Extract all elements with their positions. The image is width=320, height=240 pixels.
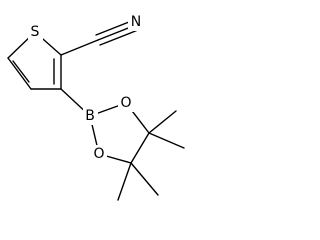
atom-label-sulfur: S xyxy=(31,24,40,40)
atom-label-group-sulfur: S xyxy=(28,23,43,41)
bond-methyl-1 xyxy=(148,110,177,134)
bond-c4-c5-inner xyxy=(12,60,30,83)
bond-methyl-4 xyxy=(117,162,132,201)
atom-label-oxygen-upper: O xyxy=(120,95,131,111)
atom-label-group-oxygen-lower: O xyxy=(91,145,107,163)
atom-label-nitrogen: N xyxy=(131,14,141,30)
bond-c4-c5 xyxy=(7,57,32,90)
atom-label-boron: B xyxy=(85,108,95,124)
bond-triple-lower xyxy=(99,29,139,46)
atom-label-group-boron: B xyxy=(83,107,98,125)
nitrile-group xyxy=(60,19,139,56)
atom-label-group-oxygen-upper: O xyxy=(118,94,134,112)
atom-label-group-nitrogen: N xyxy=(128,13,144,31)
chemical-structure: S N B O O xyxy=(7,13,185,201)
bond-c-c-pinacol xyxy=(130,132,150,164)
atom-label-oxygen-lower: O xyxy=(93,146,104,162)
bond-triple-upper xyxy=(95,19,135,36)
bond-methyl-2 xyxy=(148,132,185,149)
thiophene-ring xyxy=(7,31,62,90)
bond-methyl-3 xyxy=(130,162,159,196)
bond-c2-cn xyxy=(60,39,99,56)
